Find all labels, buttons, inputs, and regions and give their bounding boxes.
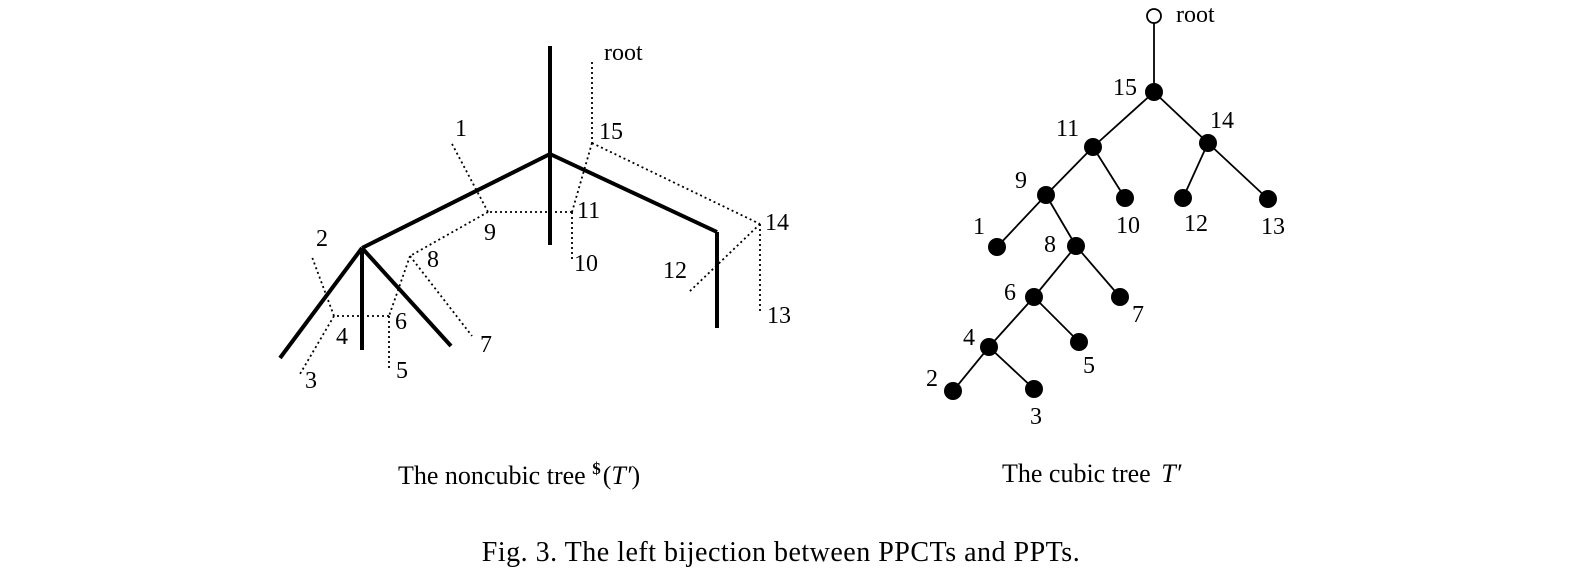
label-9: 9 (484, 220, 496, 246)
label-10: 10 (574, 251, 598, 277)
label-3: 3 (305, 368, 317, 394)
label-root: root (1176, 2, 1215, 28)
node-14 (1199, 134, 1217, 152)
edge (1182, 142, 1209, 199)
thick-edge (361, 152, 551, 250)
node-6 (1025, 288, 1043, 306)
figure-caption: Fig. 3. The left bijection between PPCTs… (482, 537, 1080, 568)
node-8 (1067, 237, 1085, 255)
label-7: 7 (1132, 302, 1144, 328)
edge (988, 346, 1035, 390)
label-6: 6 (395, 309, 407, 335)
label-2: 2 (316, 226, 328, 252)
edge (988, 296, 1035, 348)
caption-tree-name: T′ (1161, 459, 1181, 488)
label-2: 2 (926, 366, 938, 392)
node-12 (1174, 189, 1192, 207)
label-15: 15 (599, 119, 623, 145)
caption-symbol: $ (592, 459, 601, 478)
label-7: 7 (480, 332, 492, 358)
cubic-tree-caption: The cubic tree T′ (1002, 459, 1182, 488)
edge (1092, 91, 1155, 148)
cubic-tree: root 15 11 14 9 10 12 13 1 8 6 7 4 5 2 3… (926, 2, 1285, 488)
node-11 (1084, 138, 1102, 156)
dotted-edge (688, 223, 761, 293)
label-10: 10 (1116, 213, 1140, 239)
node-1 (988, 238, 1006, 256)
caption-open-paren: ( (603, 461, 612, 490)
edge (996, 194, 1047, 248)
node-7 (1111, 288, 1129, 306)
node-10 (1116, 189, 1134, 207)
noncubic-labels: root 1 15 11 9 14 2 8 10 12 6 13 4 7 5 3 (305, 40, 791, 394)
node-15 (1145, 83, 1163, 101)
label-root: root (604, 40, 643, 66)
node-2 (944, 382, 962, 400)
thick-edge (549, 152, 718, 234)
edge (1033, 245, 1077, 298)
label-4: 4 (963, 325, 975, 351)
edge (1045, 146, 1094, 196)
edge (1075, 245, 1121, 298)
label-11: 11 (577, 198, 600, 224)
cubic-edges (952, 23, 1269, 392)
root-node (1146, 8, 1162, 24)
node-3 (1025, 380, 1043, 398)
edge (952, 346, 990, 392)
label-13: 13 (1261, 214, 1285, 240)
edge (1207, 142, 1269, 200)
label-6: 6 (1004, 280, 1016, 306)
label-5: 5 (396, 358, 408, 384)
node-5 (1070, 333, 1088, 351)
label-8: 8 (427, 247, 439, 273)
node-9 (1037, 186, 1055, 204)
thick-edge (360, 246, 453, 348)
edge (1153, 91, 1209, 144)
label-15: 15 (1113, 75, 1137, 101)
node-4 (980, 338, 998, 356)
label-12: 12 (663, 258, 687, 284)
dotted-edge (591, 142, 761, 225)
noncubic-dotted-edges (299, 62, 761, 375)
label-1: 1 (455, 116, 467, 142)
dotted-edge (409, 255, 473, 337)
edge (1045, 194, 1077, 247)
dotted-edge (571, 142, 593, 213)
node-13 (1259, 190, 1277, 208)
caption-prefix: The cubic tree (1002, 459, 1157, 488)
label-1: 1 (973, 214, 985, 240)
caption-tree-name: T′ (611, 461, 631, 490)
noncubic-tree: root 1 15 11 9 14 2 8 10 12 6 13 4 7 5 3… (278, 40, 791, 490)
label-13: 13 (767, 303, 791, 329)
dotted-edge (311, 256, 335, 317)
cubic-labels: root 15 11 14 9 10 12 13 1 8 6 7 4 5 2 3 (926, 2, 1285, 430)
label-9: 9 (1015, 168, 1027, 194)
label-12: 12 (1184, 211, 1208, 237)
dotted-edge (299, 315, 335, 375)
label-4: 4 (336, 324, 348, 350)
label-8: 8 (1044, 232, 1056, 258)
caption-prefix: The noncubic tree (398, 461, 592, 490)
edge (1033, 296, 1080, 343)
noncubic-tree-caption: The noncubic tree $(T′) (398, 459, 640, 490)
label-3: 3 (1030, 404, 1042, 430)
cubic-nodes (944, 8, 1277, 400)
label-11: 11 (1056, 116, 1079, 142)
label-14: 14 (1210, 108, 1234, 134)
thick-edge (278, 246, 364, 360)
dotted-edge (450, 141, 489, 213)
label-14: 14 (765, 210, 789, 236)
dotted-edge (388, 255, 411, 317)
noncubic-thick-edges (278, 46, 719, 360)
label-5: 5 (1083, 353, 1095, 379)
edge (1092, 146, 1126, 199)
caption-close-paren: ) (632, 461, 641, 490)
